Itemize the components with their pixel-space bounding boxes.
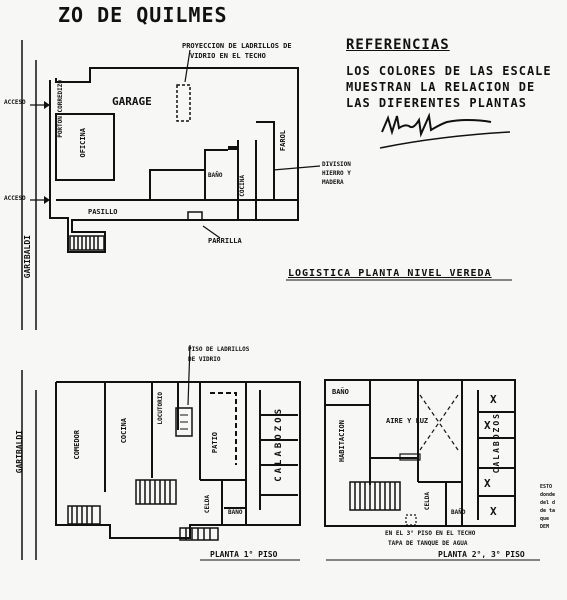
glass-projection xyxy=(176,84,191,122)
first-floor-outline xyxy=(55,381,301,539)
bano-label: BAÑO xyxy=(208,172,223,179)
x-mark: X xyxy=(484,477,491,490)
pasillo-label: PASILLO xyxy=(88,208,118,216)
aire-luz-label: AIRE Y LUZ xyxy=(386,417,429,425)
glass-floor-note: DE VIDRIO xyxy=(188,356,221,363)
references-line: MUESTRAN LA RELACION DE xyxy=(346,80,536,94)
staircase-second xyxy=(349,481,401,511)
document-title: ZO DE QUILMES xyxy=(58,3,228,27)
glass-note: PROYECCION DE LADRILLOS DE xyxy=(182,42,292,50)
ground-caption: LOGISTICA PLANTA NIVEL VEREDA xyxy=(288,268,492,279)
first-floor-caption: PLANTA 1° PISO xyxy=(210,550,278,559)
parrilla-label: PARRILLA xyxy=(208,237,242,245)
division-label: DIVISION xyxy=(322,161,351,168)
side-note: ESTO xyxy=(540,484,553,490)
calabozos-label: CALABOZOS xyxy=(274,406,284,482)
comedor-label: COMEDOR xyxy=(73,430,81,460)
side-note: que xyxy=(540,516,550,522)
oficina-label: OFICINA xyxy=(79,128,87,158)
tank-note: TAPA DE TANQUE DE AGUA xyxy=(388,540,468,547)
signature xyxy=(381,112,492,138)
references-title: REFERENCIAS xyxy=(346,37,450,53)
second-floor-outline xyxy=(324,379,516,527)
acceso-label: ACCESO xyxy=(4,195,26,202)
references-line: LAS DIFERENTES PLANTAS xyxy=(346,96,527,110)
x-mark: X xyxy=(484,419,491,432)
cocina-label: COCINA xyxy=(120,418,128,444)
habitacion-label: HABITACION xyxy=(338,420,346,463)
tank-note: EN EL 3° PISO EN EL TECHO xyxy=(385,530,476,537)
staircase-first xyxy=(67,479,219,541)
second-floor-caption: PLANTA 2°, 3° PISO xyxy=(438,550,525,559)
garage-label: GARAGE xyxy=(112,95,152,108)
glass-floor-note: PISO DE LADRILLOS xyxy=(188,346,250,353)
patio-label: PATIO xyxy=(211,432,219,454)
side-note: de ta xyxy=(540,508,556,514)
cocina-label: COCINA xyxy=(239,175,246,197)
glass-floor xyxy=(175,407,193,437)
celda-label: CELDA xyxy=(424,492,431,511)
locutorio-label: LOCUTORIO xyxy=(157,392,164,425)
parrilla-pointer xyxy=(202,225,221,239)
bano-label: BAÑO xyxy=(451,509,466,516)
glass-note: VIDRIO EN EL TECHO xyxy=(190,52,266,60)
x-mark: X xyxy=(490,393,497,406)
bano-label: BAÑO xyxy=(228,509,243,516)
division-pointer xyxy=(272,165,321,171)
division-label: MADERA xyxy=(322,179,344,186)
farol-wall xyxy=(256,121,275,200)
side-note: del d xyxy=(540,500,556,506)
farol-label: FAROL xyxy=(279,130,287,152)
staircase-ground xyxy=(69,235,105,251)
acceso-label: ACCESO xyxy=(4,99,26,106)
references-line: LOS COLORES DE LAS ESCALE xyxy=(346,64,552,78)
street-label: GARIBALDI xyxy=(15,430,24,474)
ground-floor-outline xyxy=(49,67,299,253)
oficina-room xyxy=(55,113,115,181)
celda-label: CELDA xyxy=(204,495,211,514)
porton-label: PORTON CORREDIZO xyxy=(57,80,64,138)
side-note: donde xyxy=(540,492,556,498)
parrilla-box xyxy=(187,211,203,221)
calabozos-label: CALABOZOS xyxy=(492,412,501,474)
side-note: DEM xyxy=(540,524,550,530)
division-label: HIERRO Y xyxy=(322,170,351,177)
bano-label: BAÑO xyxy=(332,388,349,396)
street-label: GARIBALDI xyxy=(23,235,32,279)
x-mark: X xyxy=(490,505,497,518)
